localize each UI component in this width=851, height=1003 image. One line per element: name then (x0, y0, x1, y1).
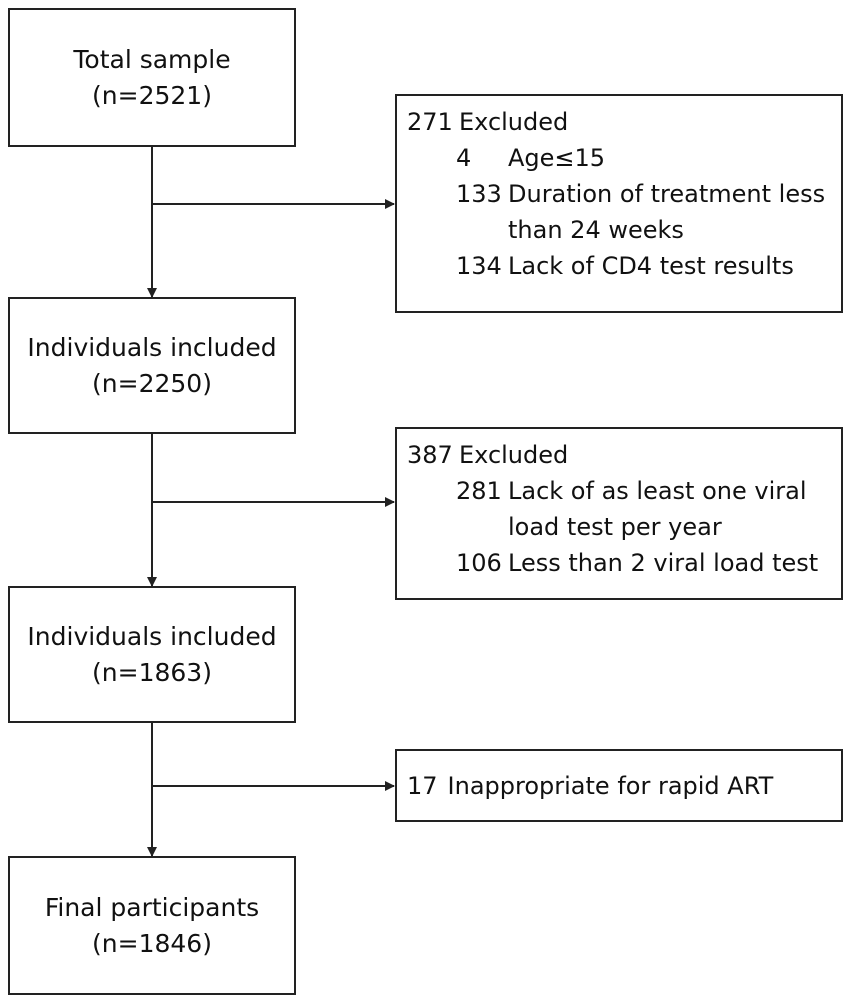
box-count: (n=1863) (92, 657, 212, 687)
exclusion-item-count: 106 (456, 549, 502, 577)
exclusion-item: 4 Age≤15 (407, 140, 831, 176)
exclusion-item-text: Lack of CD4 test results (508, 252, 794, 280)
exclusion-item-count: 281 (456, 477, 502, 505)
box-label: Individuals included (27, 332, 277, 362)
box-count: (n=2250) (92, 368, 212, 398)
exclusion-item-continuation: load test per year (508, 513, 722, 541)
exclusion-item-count: 4 (456, 144, 472, 172)
exclusion-item-text: Age≤15 (508, 144, 606, 172)
exclusion-title: Excluded (459, 108, 569, 136)
final-participants-box: Final participants (n=1846) (8, 856, 296, 995)
exclusion-item: 106 Less than 2 viral load test (407, 545, 831, 581)
exclusion-item: 281 Lack of as least one viral (407, 473, 831, 509)
exclusion-item: 133 Duration of treatment less (407, 176, 831, 212)
box-count: (n=2521) (92, 80, 212, 110)
exclusion-total: 17 (407, 771, 438, 800)
exclusion-header: 271 Excluded (407, 104, 831, 140)
exclusion-header: 17 Inappropriate for rapid ART (407, 768, 773, 804)
exclusion-box-3: 17 Inappropriate for rapid ART (395, 749, 843, 822)
exclusion-item-count: 133 (456, 180, 502, 208)
box-label: Individuals included (27, 621, 277, 651)
exclusion-header: 387 Excluded (407, 437, 831, 473)
exclusion-box-2: 387 Excluded 281 Lack of as least one vi… (395, 427, 843, 600)
exclusion-total: 271 (407, 108, 453, 136)
individuals-included-box-2: Individuals included (n=1863) (8, 586, 296, 723)
exclusion-item-text: Lack of as least one viral (508, 477, 807, 505)
box-count: (n=1846) (92, 928, 212, 958)
exclusion-item-count: 134 (456, 252, 502, 280)
exclusion-item-continuation: than 24 weeks (508, 216, 684, 244)
exclusion-item-text: Duration of treatment less (508, 180, 826, 208)
exclusion-item: 134 Lack of CD4 test results (407, 248, 831, 284)
box-label: Final participants (44, 892, 260, 922)
total-sample-box: Total sample (n=2521) (8, 8, 296, 147)
individuals-included-box-1: Individuals included (n=2250) (8, 297, 296, 434)
exclusion-item-text: Less than 2 viral load test (508, 549, 819, 577)
exclusion-title: Excluded (459, 441, 569, 469)
exclusion-total: 387 (407, 441, 453, 469)
exclusion-box-1: 271 Excluded 4 Age≤15 133 Duration of tr… (395, 94, 843, 313)
box-label: Total sample (73, 44, 231, 74)
exclusion-title: Inappropriate for rapid ART (447, 771, 774, 800)
